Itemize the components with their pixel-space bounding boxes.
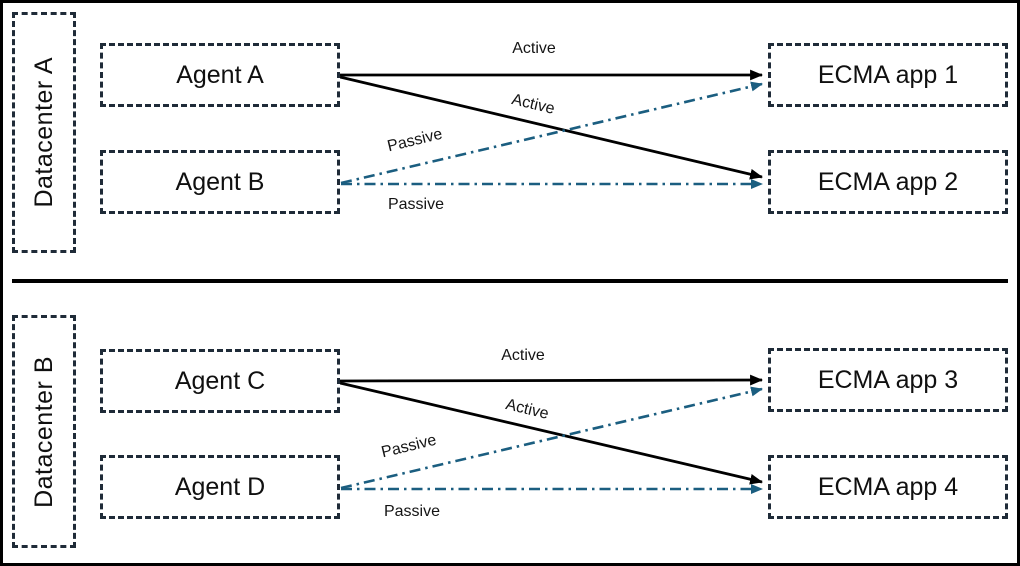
agent-d-label: Agent D bbox=[174, 472, 266, 501]
label-active-agent-a-app-2: Active bbox=[509, 91, 557, 118]
agent-b-label: Agent B bbox=[175, 167, 265, 196]
ecma-app-3-label: ECMA app 3 bbox=[817, 365, 959, 394]
active-line-agent-c-app-3 bbox=[339, 374, 764, 386]
ecma-app-4-box: ECMA app 4 bbox=[768, 455, 1008, 519]
label-passive-agent-d-app-3: Passive bbox=[379, 431, 439, 462]
label-passive-agent-b-app-2: Passive bbox=[387, 196, 445, 213]
label-active-agent-c-app-4: Active bbox=[503, 396, 551, 423]
datacenter-a-label: Datacenter A bbox=[29, 57, 58, 208]
datacenter-b-label: Datacenter B bbox=[29, 355, 58, 508]
label-passive-agent-b-app-1: Passive bbox=[385, 125, 445, 156]
agent-c-box: Agent C bbox=[100, 349, 340, 413]
agent-a-box: Agent A bbox=[100, 43, 340, 107]
ecma-app-2-box: ECMA app 2 bbox=[768, 150, 1008, 214]
label-passive-agent-d-app-4: Passive bbox=[383, 503, 441, 520]
agent-a-label: Agent A bbox=[176, 60, 264, 89]
datacenter-b-box: Datacenter B bbox=[12, 315, 76, 548]
datacenter-a-box: Datacenter A bbox=[12, 12, 76, 253]
ecma-app-3-box: ECMA app 3 bbox=[768, 348, 1008, 412]
active-line-agent-a-app-2 bbox=[339, 75, 764, 180]
label-active-agent-c-app-3: Active bbox=[501, 347, 545, 364]
ecma-app-2-label: ECMA app 2 bbox=[817, 167, 959, 196]
label-active-agent-a-app-1: Active bbox=[512, 40, 556, 57]
agent-d-box: Agent D bbox=[100, 455, 340, 519]
datacenter-divider bbox=[12, 279, 1008, 283]
ecma-app-1-label: ECMA app 1 bbox=[817, 60, 959, 89]
active-line-agent-c-app-4 bbox=[339, 381, 764, 485]
ecma-app-1-box: ECMA app 1 bbox=[768, 43, 1008, 107]
ecma-app-4-label: ECMA app 4 bbox=[817, 472, 959, 501]
agent-b-box: Agent B bbox=[100, 150, 340, 214]
agent-c-label: Agent C bbox=[174, 366, 266, 395]
